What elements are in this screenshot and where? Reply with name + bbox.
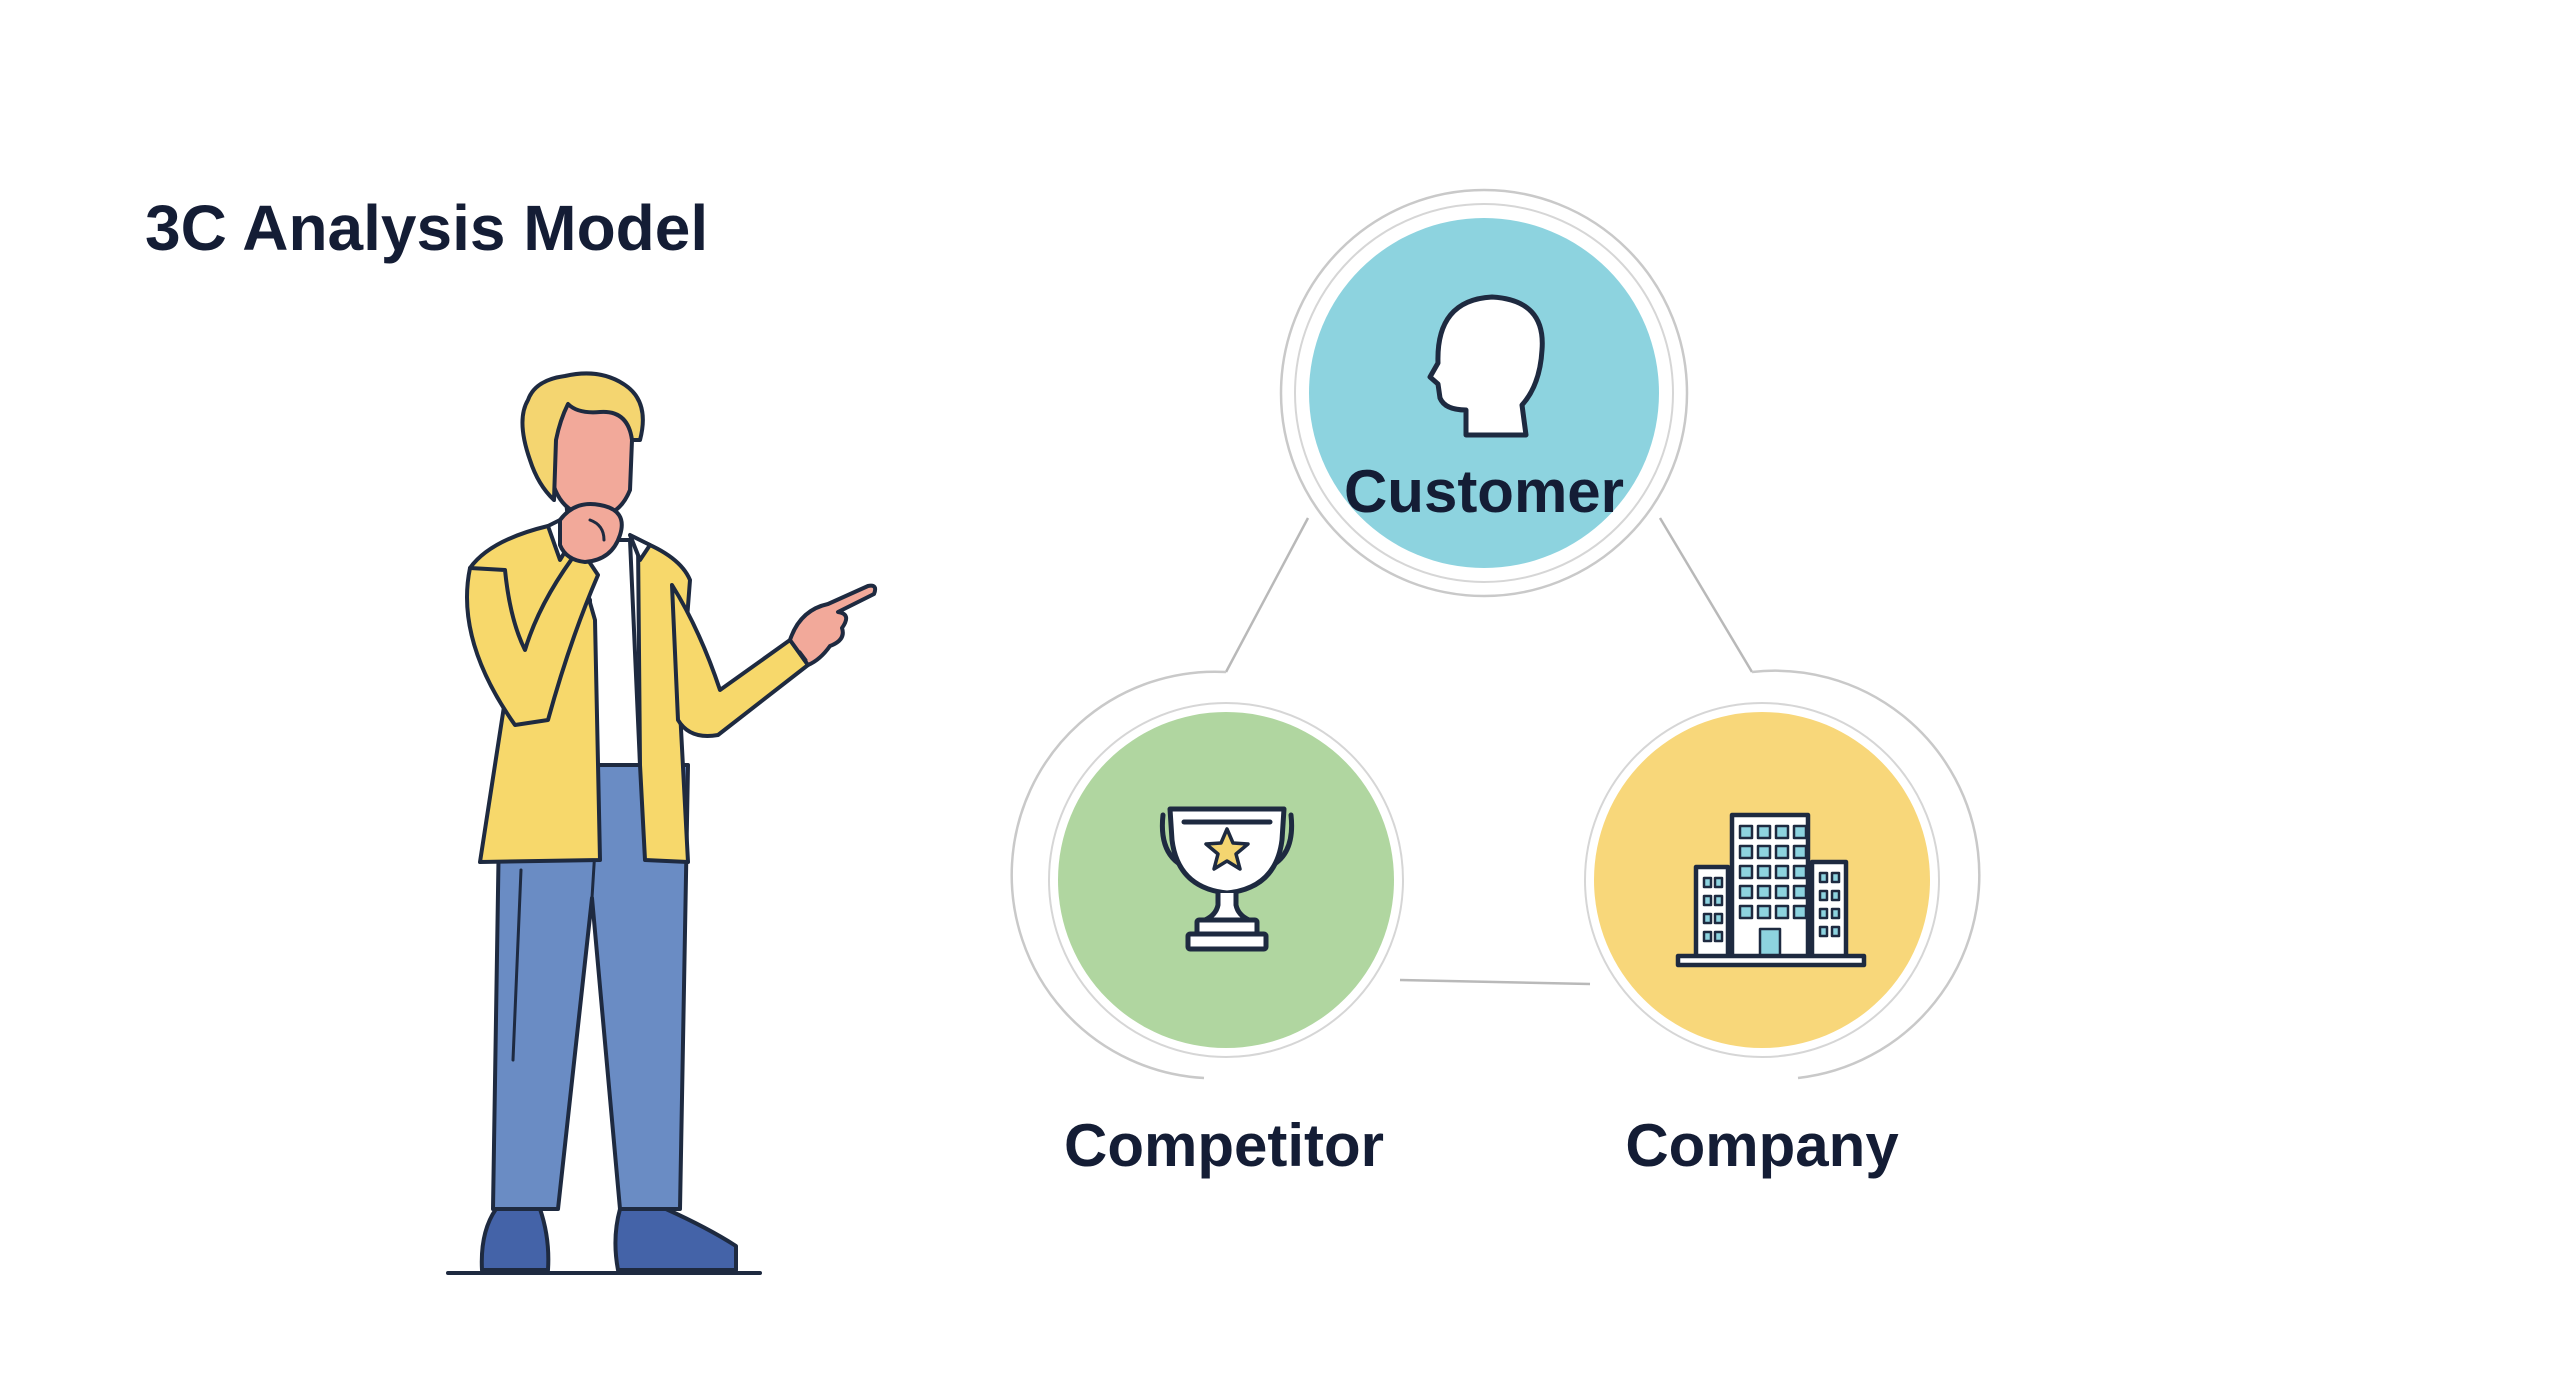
pointing-hand [788,583,878,667]
head-silhouette-icon [1427,294,1545,438]
node-company [1584,669,1981,1080]
shoe-right [613,1207,738,1272]
competitor-label: Competitor [1064,1112,1384,1179]
thinking-arm [465,546,600,727]
competitor-outer-ring [1010,670,1227,1080]
customer-outer-ring [1279,188,1689,598]
connector-competitor-company [1399,978,1591,986]
pointing-arm [670,583,810,738]
connector-lines [1224,517,1754,986]
chin-hand [558,502,624,564]
office-building-icon [1675,812,1867,968]
hair [520,371,645,502]
company-outer-ring [1751,669,1981,1080]
node-customer [1279,188,1689,598]
trophy-icon [1159,806,1295,952]
company-label: Company [1625,1112,1899,1179]
shoe-left [479,1207,551,1272]
node-competitor [1010,670,1404,1080]
page-title: 3C Analysis Model [145,192,709,264]
connector-customer-company [1658,517,1754,673]
customer-label: Customer [1343,458,1625,525]
connector-customer-competitor [1224,517,1310,673]
